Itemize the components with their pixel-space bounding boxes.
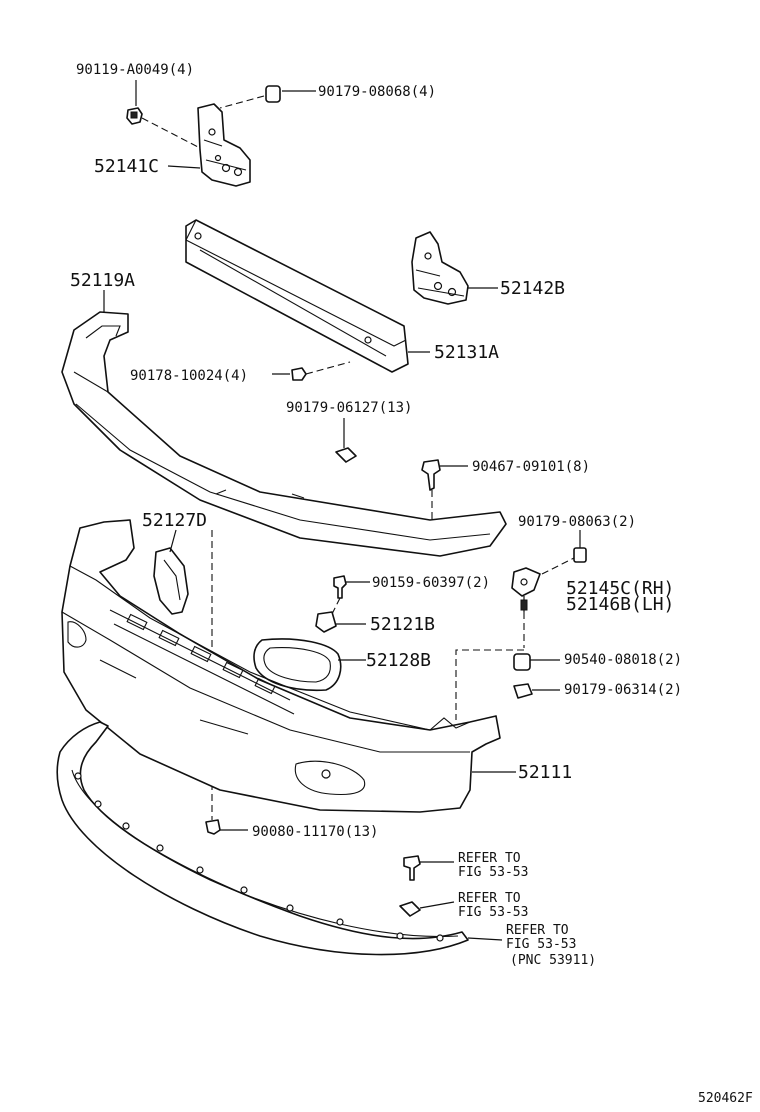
bracket-52142b xyxy=(411,231,498,305)
nut-90178 xyxy=(272,361,351,381)
label-52121b: 52121B xyxy=(370,614,435,635)
reinforcement-52131a xyxy=(185,219,430,373)
bolt-90080 xyxy=(205,819,248,835)
label-52131a: 52131A xyxy=(434,342,499,363)
ref1-line1: REFER TO xyxy=(458,851,521,866)
absorber-52119a xyxy=(61,290,507,557)
label-52128b: 52128B xyxy=(366,650,431,671)
ref3-line3: (PNC 53911) xyxy=(510,953,596,968)
ref-clip-2 xyxy=(399,901,455,917)
ref-screw-1 xyxy=(403,855,454,881)
label-90179-06314: 90179-06314(2) xyxy=(564,682,682,698)
label-90119: 90119-A0049(4) xyxy=(76,62,194,78)
label-90159: 90159-60397(2) xyxy=(372,575,490,591)
ref2-line2: FIG 53-53 xyxy=(458,905,528,920)
figure-id: 520462F xyxy=(698,1091,753,1106)
retainer-52121b xyxy=(315,611,366,633)
label-52146b: 52146B(LH) xyxy=(566,594,674,615)
retainer-52145c xyxy=(511,557,575,648)
label-52119a: 52119A xyxy=(70,270,135,291)
ref2-line1: REFER TO xyxy=(458,891,521,906)
cover-52128b xyxy=(253,638,366,692)
label-52111: 52111 xyxy=(518,762,572,783)
label-90179-08063: 90179-08063(2) xyxy=(518,514,636,530)
nut-90179-08063 xyxy=(573,530,587,563)
clip-90467 xyxy=(421,459,468,520)
bracket-52141c xyxy=(197,103,251,187)
label-52145c: 52145C(RH) xyxy=(566,578,674,599)
bolt-90159 xyxy=(329,575,370,619)
duct-52127d xyxy=(153,529,189,615)
nut-90179-06314 xyxy=(513,683,560,699)
spacer-90540 xyxy=(513,653,560,671)
label-90080: 90080-11170(13) xyxy=(252,824,378,840)
ref1-line2: FIG 53-53 xyxy=(458,865,528,880)
label-90540: 90540-08018(2) xyxy=(564,652,682,668)
bumper-cover-52111 xyxy=(61,519,516,813)
label-90178: 90178-10024(4) xyxy=(130,368,248,384)
nut-90179-08068 xyxy=(219,85,316,109)
label-90179-06127: 90179-06127(13) xyxy=(286,400,412,416)
bolt-90119 xyxy=(126,107,201,149)
label-90179-08068: 90179-08068(4) xyxy=(318,84,436,100)
ref3-line2: FIG 53-53 xyxy=(506,937,576,952)
label-52142b: 52142B xyxy=(500,278,565,299)
clip-90179-06127 xyxy=(335,418,357,463)
lower-spoiler xyxy=(56,721,503,956)
label-90467: 90467-09101(8) xyxy=(472,459,590,475)
label-52141c: 52141C xyxy=(94,156,159,177)
label-52127d: 52127D xyxy=(142,510,207,531)
ref3-line1: REFER TO xyxy=(506,923,569,938)
